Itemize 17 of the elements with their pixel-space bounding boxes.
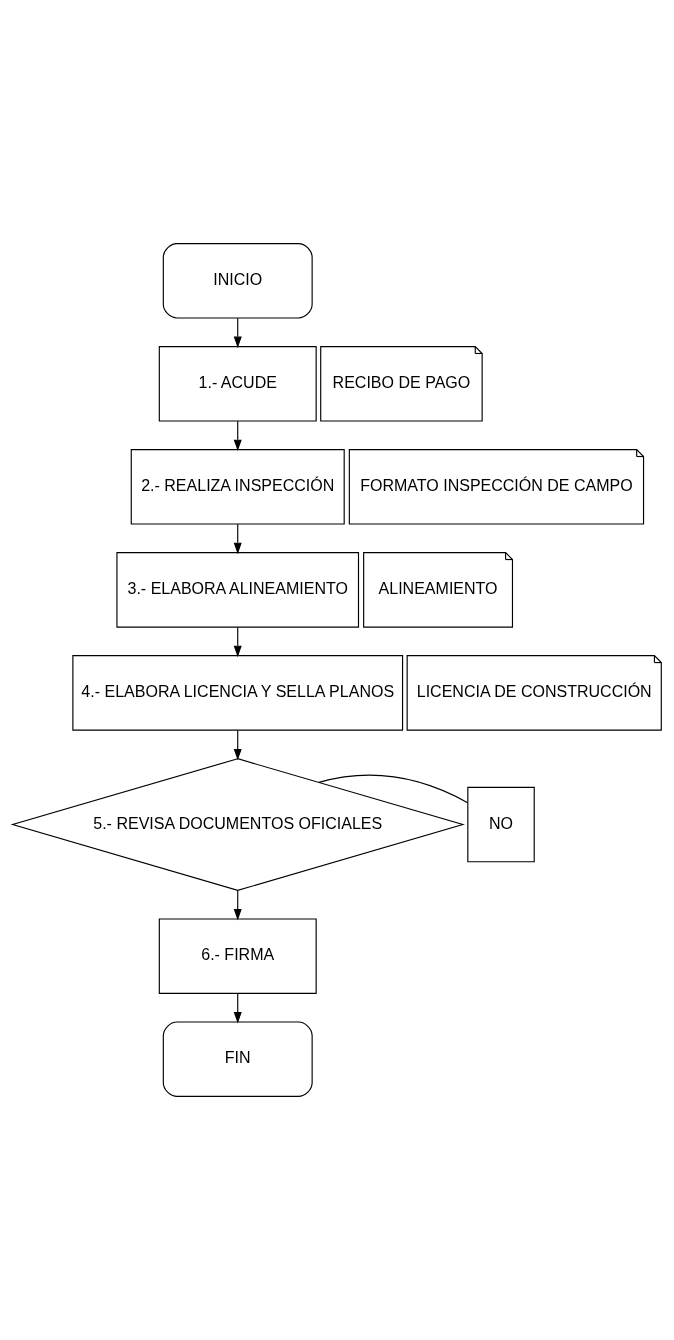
node-box: FIN — [162, 1021, 313, 1097]
arrow — [233, 523, 242, 555]
arrow — [233, 993, 242, 1024]
node-box: 3.- ELABORA ALINEAMIENTO — [116, 552, 360, 628]
connector — [318, 774, 469, 804]
arrow — [233, 420, 242, 452]
node-box: 4.- ELABORA LICENCIA Y SELLA PLANOS — [72, 655, 404, 731]
arrow — [233, 889, 242, 921]
arrow — [233, 317, 242, 349]
node-box: 6.- FIRMA — [158, 918, 317, 994]
arrow — [233, 626, 242, 658]
node-box: 2.- REALIZA INSPECCIÓN — [130, 449, 345, 525]
node-box: NO — [467, 786, 535, 863]
arrow — [233, 729, 242, 761]
node-diamond: 5.- REVISA DOCUMENTOS OFICIALES — [10, 758, 465, 891]
node-box: INICIO — [162, 243, 313, 319]
node-box: 1.- ACUDE — [158, 346, 317, 422]
